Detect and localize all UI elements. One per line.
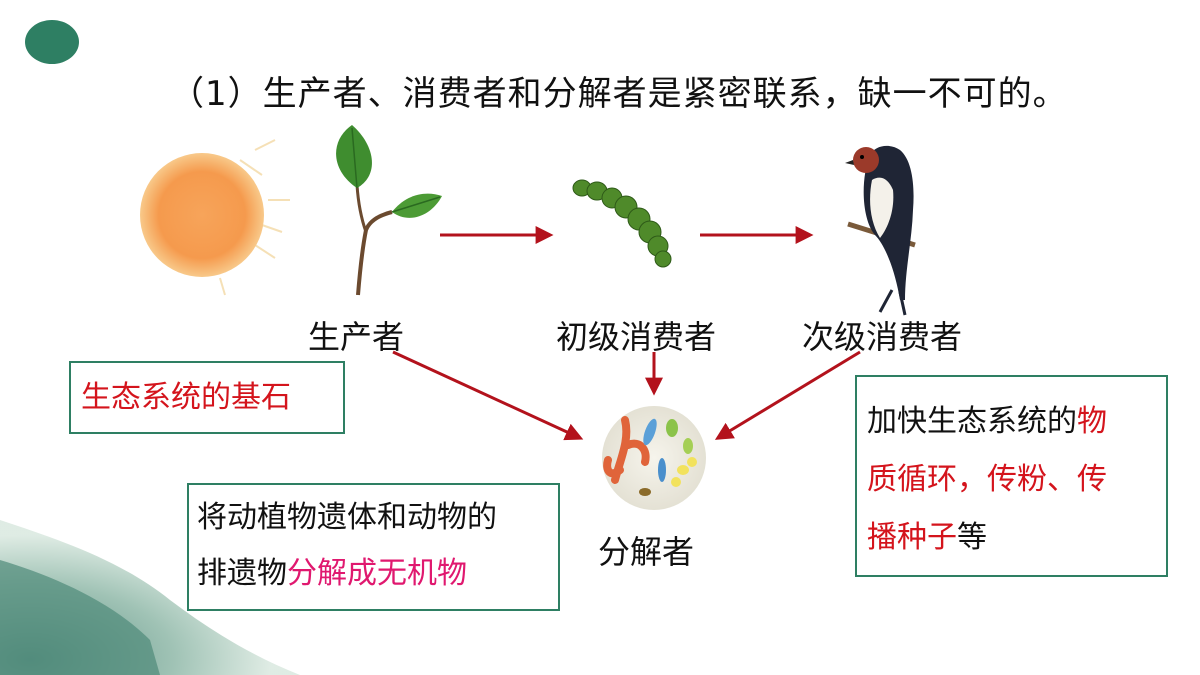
- box-consumer-role: 加快生态系统的物 质循环，传粉、传 播种子等: [855, 375, 1168, 577]
- label-primary-consumer: 初级消费者: [556, 318, 717, 356]
- box-consumer-line1-prefix: 加快生态系统的: [867, 404, 1077, 439]
- swallow-bird-image: [845, 145, 916, 316]
- label-producer: 生产者: [308, 318, 405, 356]
- sun-image: [140, 139, 290, 296]
- box-consumer-line2: 质循环，传粉、传: [867, 462, 1107, 497]
- box-producer-role: 生态系统的基石: [69, 361, 345, 434]
- label-decomposer: 分解者: [598, 533, 695, 571]
- box-producer-text: 生态系统的基石: [81, 380, 291, 415]
- arrow-secondary-to-decomposer: [714, 350, 861, 440]
- box-consumer-line3-suffix: 等: [957, 520, 987, 555]
- caterpillar-image: [572, 179, 672, 268]
- decorative-landscape: [0, 520, 300, 675]
- box-decomposer-line2-highlight: 分解成无机物: [287, 556, 467, 591]
- leaf-sprout-image: [336, 125, 442, 296]
- box-decomposer-role: 将动植物遗体和动物的 排遗物分解成无机物: [187, 483, 560, 611]
- box-decomposer-line2-prefix: 排遗物: [197, 556, 287, 591]
- slide-badge: [25, 20, 79, 64]
- label-secondary-consumer: 次级消费者: [802, 318, 963, 356]
- arrow-producer-to-decomposer: [392, 350, 584, 441]
- microbes-image: [602, 406, 706, 510]
- box-consumer-line3-highlight: 播种子: [867, 520, 957, 555]
- slide-title: （1）生产者、消费者和分解者是紧密联系，缺一不可的。: [170, 74, 1068, 114]
- food-chain-arrows: [392, 226, 861, 441]
- box-consumer-line1-highlight: 物: [1077, 404, 1107, 439]
- box-decomposer-line1: 将动植物遗体和动物的: [197, 500, 497, 535]
